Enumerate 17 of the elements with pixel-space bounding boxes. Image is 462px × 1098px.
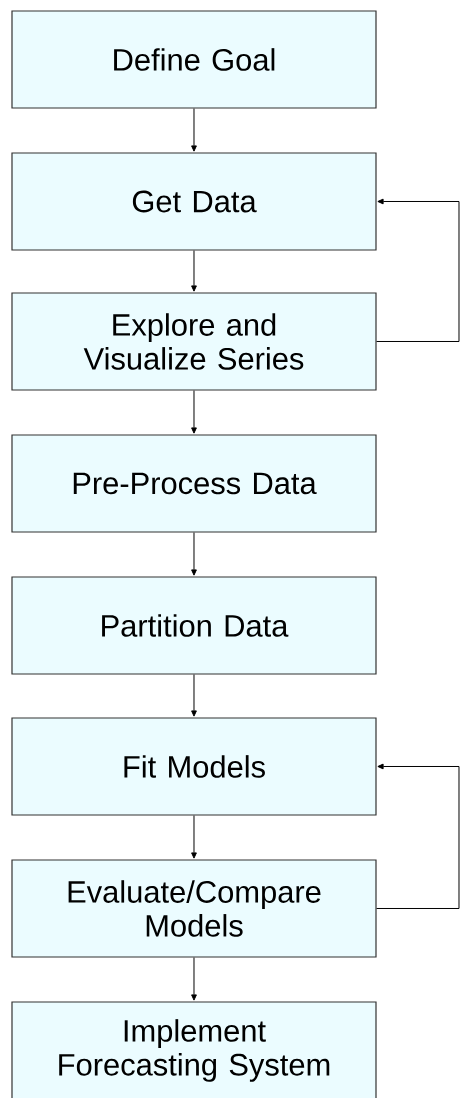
process-box: Define Goal xyxy=(11,10,377,109)
arrow xyxy=(191,250,197,292)
process-box: Fit Models xyxy=(11,717,377,816)
process-box: Pre-Process Data xyxy=(11,434,377,533)
process-box: Implement Forecasting System xyxy=(11,1001,377,1098)
arrow xyxy=(376,763,460,909)
arrow xyxy=(191,390,197,434)
arrow xyxy=(191,957,197,1001)
process-box: Evaluate/Compare Models xyxy=(11,859,377,958)
arrow xyxy=(376,198,460,342)
arrow xyxy=(191,815,197,859)
process-box: Get Data xyxy=(11,152,377,251)
arrow xyxy=(191,532,197,576)
arrow xyxy=(191,108,197,152)
process-box: Explore and Visualize Series xyxy=(11,292,377,391)
arrow xyxy=(191,674,197,717)
process-box: Partition Data xyxy=(11,576,377,675)
